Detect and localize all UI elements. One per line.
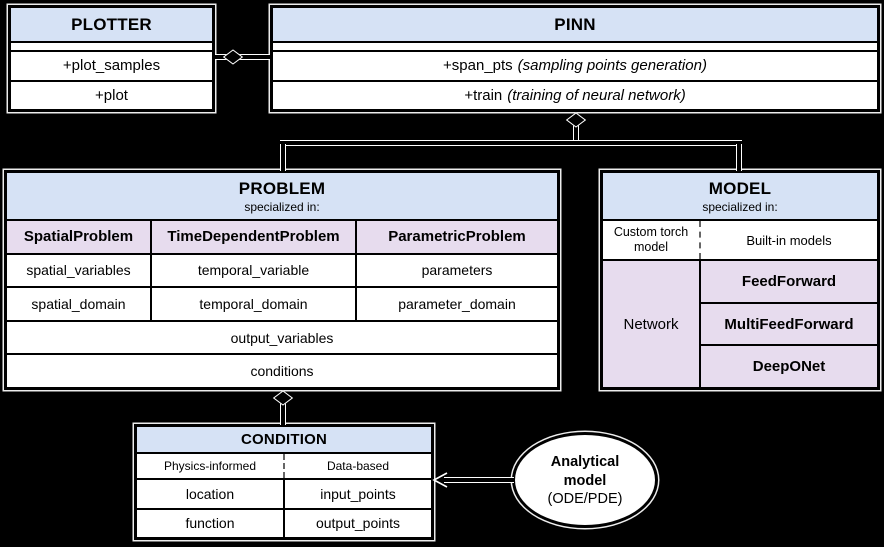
plotter-class: PLOTTER +plot_samples +plot [8,5,215,112]
attr-temporal-variable: temporal_variable [152,254,357,287]
model-network-section: Network FeedForward MultiFeedForward Dee… [603,261,877,388]
model-subtitle: specialized in: [702,199,778,214]
analytical-model-node: Analytical model (ODE/PDE) [512,432,658,528]
pinn-class: PINN +span_pts (sampling points generati… [270,5,880,112]
problem-subclass-row: SpatialProblem TimeDependentProblem Para… [7,221,557,255]
attr-parameters: parameters [421,262,493,279]
attr-location: location [137,480,285,508]
attr-input-points: input_points [320,485,396,502]
problem-subtitle: specialized in: [244,199,320,214]
pinn-branch-stem-line [573,124,579,143]
network-cell: Network [603,261,701,387]
variant-physics-informed: Physics-informed [137,454,285,478]
aggregation-diamond-icon [565,112,587,128]
condition-title: CONDITION [241,431,327,448]
pinn-title: PINN [554,14,596,34]
attr-spatial-variables: spatial_variables [7,254,152,287]
problem-condition-line [280,403,286,425]
attr-output-variables: output_variables [7,321,557,356]
analytical-model-name: Analytical model [550,454,620,489]
builtin-model-multifeedforward: MultiFeedForward [701,303,877,347]
plotter-header: PLOTTER [11,8,212,43]
condition-header: CONDITION [137,427,431,454]
analytical-condition-arrow-shaft [444,477,514,483]
pinn-header: PINN [273,8,877,43]
model-title: MODEL [708,178,772,198]
branch-to-model-line [736,144,742,171]
plotter-method-row: +plot [11,81,212,109]
condition-attribute-row: function output_points [137,509,431,537]
branch-to-problem-line [280,144,286,171]
attr-temporal-domain: temporal_domain [152,288,357,320]
variant-data-based: Data-based [326,459,390,473]
model-variant-row: Custom torch model Built-in models [603,221,877,261]
variant-custom-torch-model: Custom torch model [603,221,701,259]
pinn-method-row: +span_pts (sampling points generation) [273,52,877,82]
pinn-method-name: +span_pts [443,57,513,75]
subclass-parametric-problem: ParametricProblem [357,221,557,253]
condition-class: CONDITION Physics-informed Data-based lo… [134,424,434,540]
open-arrowhead-icon [432,472,448,488]
pinn-empty-section [273,43,877,52]
model-header: MODEL specialized in: [603,173,877,221]
problem-class: PROBLEM specialized in: SpatialProblem T… [4,170,560,390]
model-class: MODEL specialized in: Custom torch model… [600,170,880,390]
aggregation-diamond-icon [272,390,294,406]
analytical-model-note: (ODE/PDE) [547,490,623,507]
pinn-method-row: +train (training of neural network) [273,81,877,109]
subclass-time-dependent-problem: TimeDependentProblem [152,221,357,253]
plotter-empty-section [11,43,212,52]
attr-output-points: output_points [315,515,401,532]
problem-header: PROBLEM specialized in: [7,173,557,221]
pinn-method-note: (sampling points generation) [517,57,707,75]
pinn-branch-horizontal-line [280,140,742,146]
plotter-method-row: +plot_samples [11,52,212,82]
condition-variant-row: Physics-informed Data-based [137,454,431,480]
attr-parameter-domain: parameter_domain [398,295,516,312]
subclass-spatial-problem: SpatialProblem [7,221,152,253]
problem-attribute-row: spatial_variables temporal_variable para… [7,254,557,289]
builtin-model-feedforward: FeedForward [701,261,877,304]
builtin-model-deeponet: DeepONet [701,346,877,388]
problem-attribute-row: spatial_domain temporal_domain parameter… [7,288,557,322]
pinn-method-note: (training of neural network) [507,86,686,104]
builtin-models-column: FeedForward MultiFeedForward DeepONet [701,261,877,388]
condition-attribute-row: location input_points [137,480,431,510]
attr-conditions: conditions [7,355,557,387]
pinn-method-name: +train [464,86,503,104]
attr-function: function [137,509,285,537]
problem-title: PROBLEM [238,178,326,198]
plotter-title: PLOTTER [71,14,152,34]
attr-spatial-domain: spatial_domain [7,288,152,320]
variant-built-in-models: Built-in models [746,232,832,248]
aggregation-diamond-icon [222,49,244,65]
